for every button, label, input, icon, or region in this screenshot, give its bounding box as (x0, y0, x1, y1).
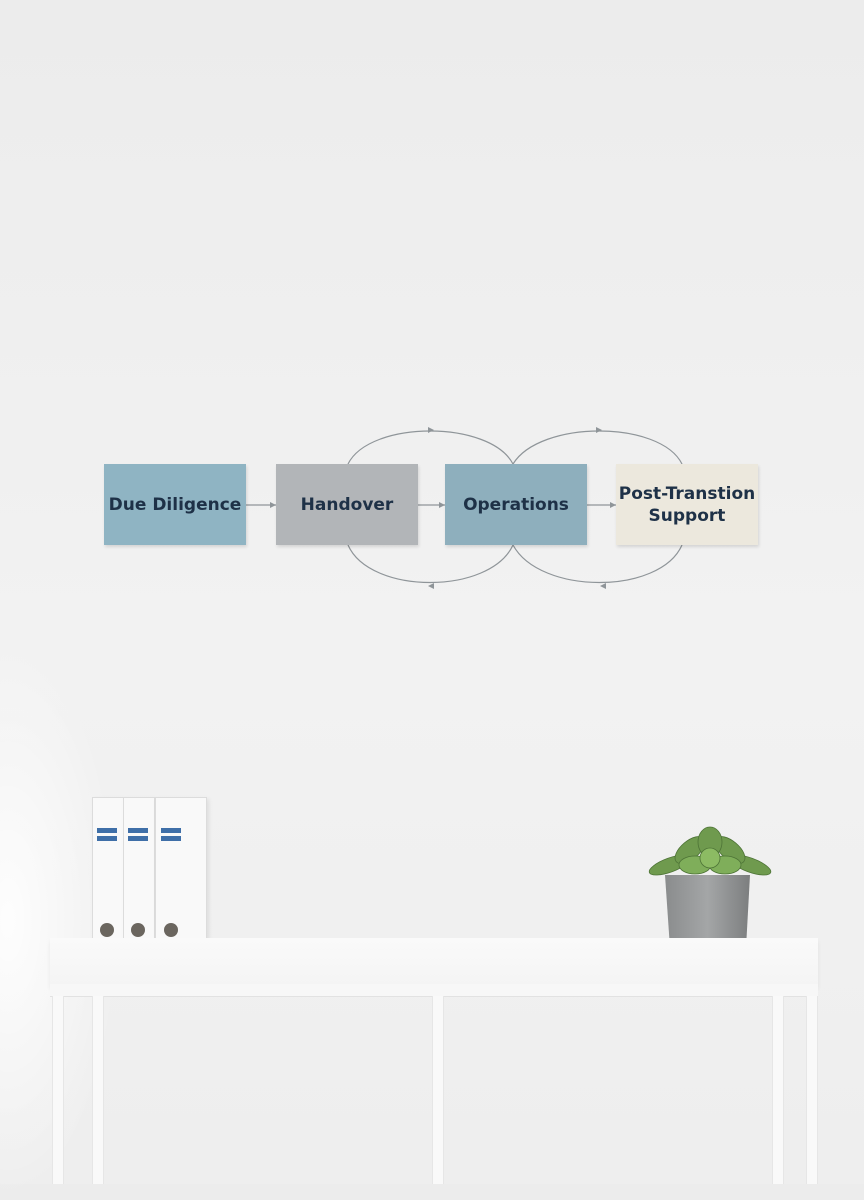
loop-upper-right (512, 430, 683, 465)
binder-finger-hole (100, 923, 114, 937)
succulent-plant (648, 826, 772, 953)
step-label-line2: Support (648, 505, 726, 526)
binder-label-stripe (161, 836, 181, 841)
binder-label-stripe (97, 836, 117, 841)
loop-upper-left (347, 430, 514, 465)
arrowhead-3 (610, 502, 616, 508)
arrowhead-loop-4 (600, 583, 606, 589)
step-card-handover: Handover (276, 464, 418, 545)
step-label: Due Diligence (108, 494, 242, 515)
arrowhead-loop-2 (596, 427, 602, 433)
table-leg (92, 996, 104, 1184)
binder-finger-hole (131, 923, 145, 937)
step-label: Post-Transtion (618, 483, 756, 504)
table-leg (772, 996, 784, 1184)
plant-pot (665, 875, 750, 953)
loop-lower-right (512, 544, 683, 584)
table-leg (432, 996, 444, 1184)
arrowhead-loop-1 (428, 427, 434, 433)
step-card-due-diligence: Due Diligence (104, 464, 246, 545)
arrowhead-loop-3 (428, 583, 434, 589)
console-table-top (50, 938, 818, 986)
table-leg (806, 996, 818, 1184)
step-label: Handover (300, 494, 394, 515)
binder-label-stripe (97, 828, 117, 833)
step-card-operations: Operations (445, 464, 587, 545)
arrowhead-1 (270, 502, 276, 508)
table-leg (52, 996, 64, 1184)
arrowhead-2 (439, 502, 445, 508)
binder-label-stripe (161, 828, 181, 833)
loop-lower-left (347, 544, 514, 584)
binder-label-stripe (128, 828, 148, 833)
binder-label-stripe (128, 836, 148, 841)
step-card-post-transition: Post-Transtion Support (616, 464, 758, 545)
step-label: Operations (463, 494, 569, 515)
binder-finger-hole (164, 923, 178, 937)
